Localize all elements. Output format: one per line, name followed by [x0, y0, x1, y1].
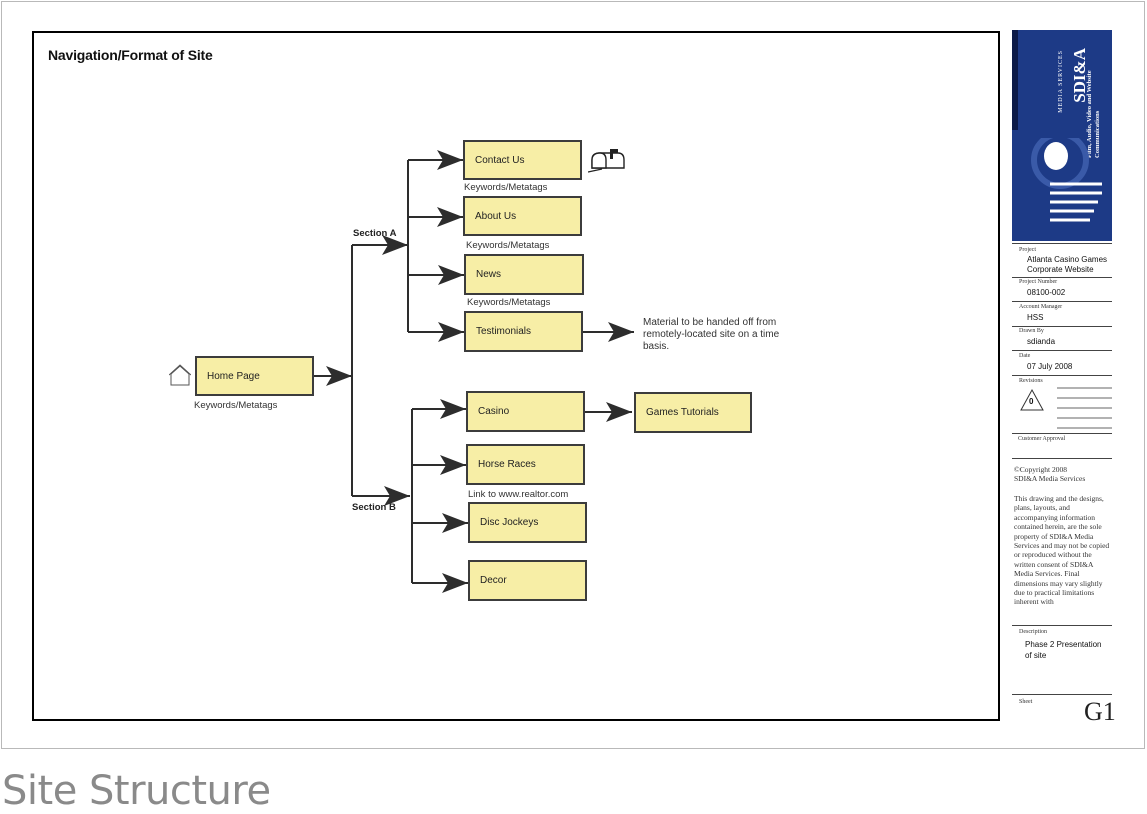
testimonials-note: Material to be handed off from remotely-… — [643, 317, 780, 352]
section-b-label: Section B — [352, 502, 396, 513]
node-games-tutorials: Games Tutorials — [634, 392, 752, 433]
about-note: Keywords/Metatags — [466, 240, 550, 251]
node-label: Contact Us — [475, 154, 525, 166]
title-block-divider — [1012, 625, 1112, 626]
node-contact-us: Contact Us — [463, 140, 582, 180]
news-note: Keywords/Metatags — [467, 297, 551, 308]
description-label: Description — [1019, 629, 1047, 635]
description-value: Phase 2 Presentation of site — [1025, 640, 1102, 660]
project-label: Project — [1019, 247, 1036, 253]
logo-stripe — [1012, 30, 1018, 130]
node-horse-races: Horse Races — [466, 444, 585, 485]
sheet-label: Sheet — [1019, 699, 1033, 705]
node-disc-jockeys: Disc Jockeys — [468, 502, 587, 543]
project-value: Atlanta Casino Games Corporate Website — [1027, 255, 1108, 274]
title-block-divider — [1012, 326, 1112, 327]
node-label: Horse Races — [478, 459, 536, 470]
house-icon — [169, 364, 191, 386]
disclaimer-text: This drawing and the designs, plans, lay… — [1014, 494, 1110, 607]
sheet-number: G1 — [1084, 697, 1116, 726]
diagram-title: Navigation/Format of Site — [48, 47, 213, 63]
title-block-divider — [1012, 433, 1112, 434]
project-number-value: 08100-002 — [1027, 288, 1066, 297]
drawn-by-value: sdianda — [1027, 337, 1056, 346]
revision-lines — [1057, 387, 1112, 429]
node-label: Games Tutorials — [646, 407, 719, 418]
account-manager-value: HSS — [1027, 313, 1044, 322]
customer-approval-label: Customer Approval — [1018, 436, 1066, 442]
title-block-divider — [1012, 458, 1112, 459]
date-value: 07 July 2008 — [1027, 362, 1073, 371]
node-label: News — [476, 269, 502, 280]
node-decor: Decor — [468, 560, 587, 601]
title-block-divider — [1012, 243, 1112, 244]
company-logo: SDI&A MEDIA SERVICES Film, Audio, Video … — [1012, 30, 1112, 241]
date-label: Date — [1019, 353, 1031, 359]
revision-triangle-icon — [1020, 388, 1044, 411]
logo-subtitle: MEDIA SERVICES — [1058, 50, 1064, 113]
node-about-us: About Us — [463, 196, 582, 236]
drawn-by-label: Drawn By — [1019, 328, 1044, 334]
horse-races-note: Link to www.realtor.com — [468, 489, 569, 500]
section-a-label: Section A — [353, 228, 397, 239]
slide-title: Site Structure — [2, 768, 271, 814]
logo-emblem — [1031, 138, 1102, 222]
drawing-sheet — [1, 1, 1145, 749]
copyright-text: ©Copyright 2008 SDI&A Media Services — [1014, 465, 1086, 484]
mailbox-icon — [588, 149, 625, 173]
title-block-divider — [1012, 375, 1112, 376]
title-block-divider — [1012, 350, 1112, 351]
revision-number: 0 — [1029, 397, 1034, 406]
title-block-divider — [1012, 301, 1112, 302]
node-label: Casino — [478, 406, 510, 417]
node-news: News — [464, 254, 584, 295]
drawing-frame — [32, 31, 1000, 721]
title-block-divider — [1012, 694, 1112, 695]
project-number-label: Project Number — [1019, 279, 1058, 285]
account-manager-label: Account Manager — [1019, 304, 1063, 310]
node-label: Decor — [480, 575, 507, 586]
node-home-page: Home Page — [195, 356, 314, 396]
node-label: About Us — [475, 210, 517, 222]
logo-brand: SDI&A — [1070, 48, 1089, 103]
home-note: Keywords/Metatags — [194, 400, 278, 411]
title-block-divider — [1012, 277, 1112, 278]
node-label: Testimonials — [476, 326, 532, 337]
node-testimonials: Testimonials — [464, 311, 583, 352]
node-label: Home Page — [207, 370, 260, 382]
node-label: Disc Jockeys — [480, 517, 539, 528]
revisions-label: Revisions — [1019, 378, 1043, 384]
contact-note: Keywords/Metatags — [464, 182, 548, 193]
node-casino: Casino — [466, 391, 585, 432]
